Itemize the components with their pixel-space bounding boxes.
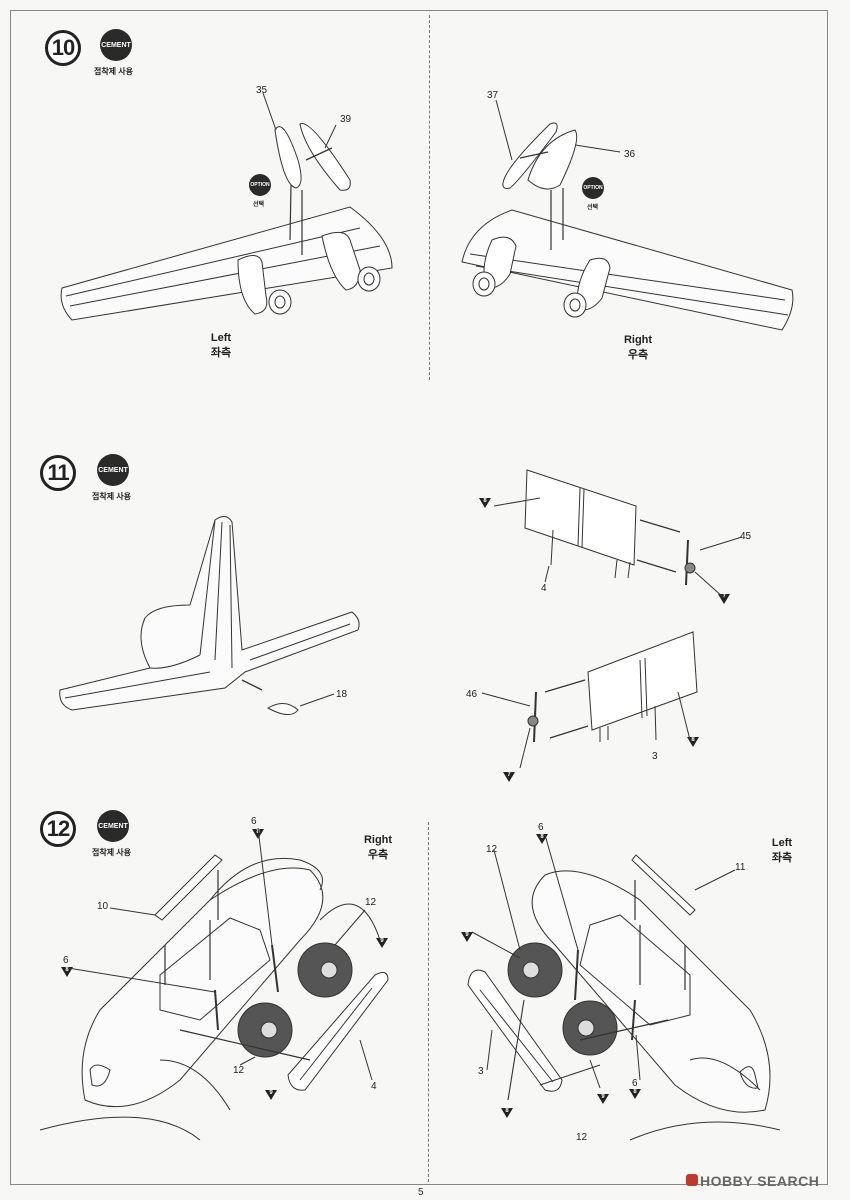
option-icon: OPTION xyxy=(249,174,271,196)
divider-step12 xyxy=(428,822,429,1182)
part-label: 12 xyxy=(365,897,377,908)
cement-icon: CEMENT xyxy=(100,29,132,61)
right-wing-drawing xyxy=(462,100,793,330)
color-code-badge: 9 xyxy=(376,938,388,948)
watermark-logo-icon xyxy=(686,1174,698,1186)
part-label: 39 xyxy=(340,114,352,125)
side-label-ko: 우측 xyxy=(627,349,649,361)
nacelle-left-drawing xyxy=(468,835,780,1140)
part-label: 46 xyxy=(466,689,478,700)
part-label: 10 xyxy=(97,901,109,912)
color-code-badge: 9 xyxy=(597,1094,609,1104)
part-label: 36 xyxy=(624,149,636,160)
color-code-badge: 8 xyxy=(479,498,491,508)
part-label: 6 xyxy=(632,1078,638,1089)
color-code-badge: 7 xyxy=(503,772,515,782)
side-label-right: Right 우측 xyxy=(361,833,395,863)
step-number-11: 11 xyxy=(40,455,76,491)
part-label: 11 xyxy=(735,862,746,873)
side-label-left: Left 좌측 xyxy=(765,836,799,866)
side-label-ko: 좌측 xyxy=(771,852,793,864)
part-label: 35 xyxy=(256,85,268,96)
side-label-left: Left 좌측 xyxy=(204,331,238,361)
divider-step10 xyxy=(429,15,430,380)
part-label: 6 xyxy=(251,816,257,827)
side-label-en: Left xyxy=(771,837,793,849)
part-label: 3 xyxy=(652,751,658,762)
color-code-badge: 8 xyxy=(687,737,699,747)
tail-assembly-drawing xyxy=(60,516,359,714)
part-label: 45 xyxy=(740,531,752,542)
cement-icon: CEMENT xyxy=(97,454,129,486)
cement-icon: CEMENT xyxy=(97,810,129,842)
cement-subtitle: 접착제 사용 xyxy=(92,848,132,857)
color-code-badge: 8 xyxy=(536,834,548,844)
gear-door-upper-drawing xyxy=(494,470,742,598)
color-code-badge: 8 xyxy=(61,967,73,977)
option-subtitle: 선택 xyxy=(587,205,599,211)
page-number: 5 xyxy=(418,1187,424,1198)
nacelle-right-drawing xyxy=(40,828,388,1140)
part-label: 3 xyxy=(478,1066,484,1077)
color-code-badge: 9 xyxy=(461,932,473,942)
part-label: 12 xyxy=(233,1065,245,1076)
cement-subtitle: 접착제 사용 xyxy=(92,492,132,501)
side-label-en: Right xyxy=(623,334,653,346)
cement-subtitle: 접착제 사용 xyxy=(94,67,134,76)
part-label: 37 xyxy=(487,90,499,101)
color-code-badge: 9 xyxy=(265,1090,277,1100)
color-code-badge: 8 xyxy=(629,1089,641,1099)
left-wing-drawing xyxy=(61,93,392,320)
part-label: 6 xyxy=(538,822,544,833)
option-subtitle: 선택 xyxy=(253,202,265,208)
color-code-badge: 7 xyxy=(718,594,730,604)
part-label: 12 xyxy=(576,1132,588,1143)
part-label: 18 xyxy=(336,689,348,700)
side-label-en: Left xyxy=(210,332,232,344)
page-border xyxy=(10,10,828,1185)
side-label-ko: 좌측 xyxy=(210,347,232,359)
part-label: 6 xyxy=(63,955,69,966)
side-label-right: Right 우측 xyxy=(621,333,655,363)
part-label: 12 xyxy=(486,844,498,855)
part-label: 4 xyxy=(541,583,547,594)
gear-door-lower-drawing xyxy=(482,632,697,768)
part-label: 4 xyxy=(371,1081,377,1092)
step-number-12: 12 xyxy=(40,811,76,847)
step-number-10: 10 xyxy=(45,30,81,66)
side-label-en: Right xyxy=(363,834,393,846)
side-label-ko: 우측 xyxy=(367,849,389,861)
option-icon: OPTION xyxy=(582,177,604,199)
watermark: HOBBY SEARCH xyxy=(700,1173,820,1189)
color-code-badge: 8 xyxy=(501,1108,513,1118)
